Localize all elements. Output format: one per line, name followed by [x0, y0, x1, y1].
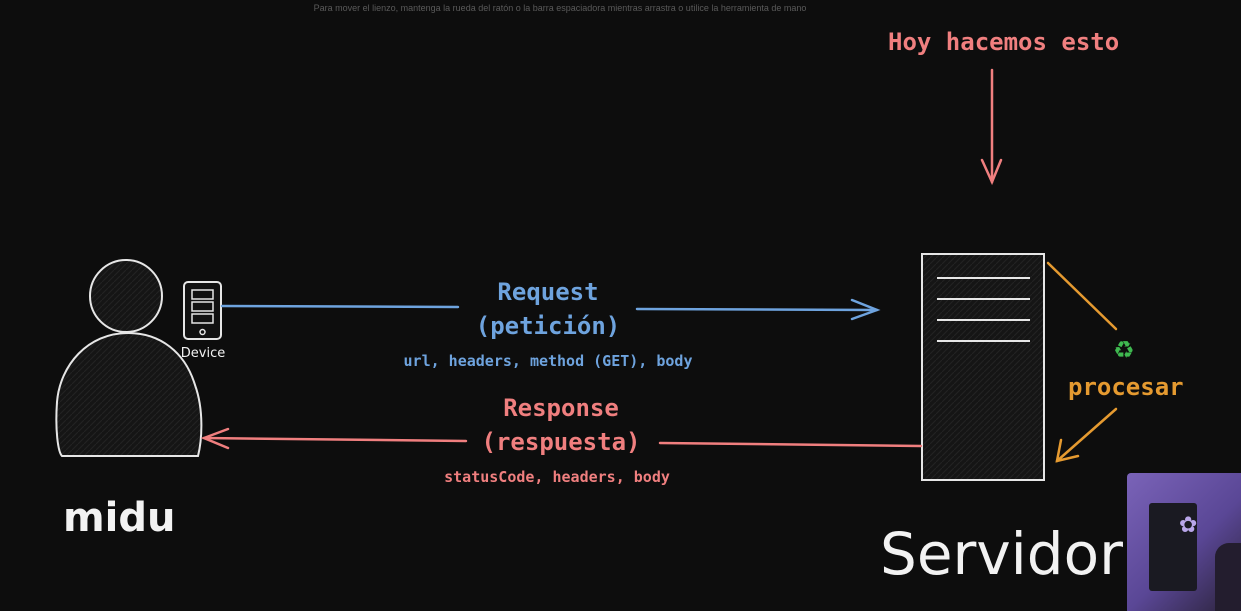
response-title: Response: [503, 394, 619, 422]
request-arrow: [220, 298, 881, 321]
person-icon: [55, 259, 203, 457]
device-icon: [183, 281, 222, 340]
server-icon: [921, 253, 1045, 481]
canvas-hint: Para mover el lienzo, mantenga la rueda …: [313, 3, 807, 13]
annotation-label: Hoy hacemos esto: [888, 28, 1120, 56]
webcam-overlay: ✿: [1127, 473, 1241, 611]
annotation-arrow: [980, 68, 1003, 186]
process-arrows: [1046, 261, 1118, 463]
response-arrow: [200, 427, 923, 450]
process-label: procesar: [1068, 373, 1184, 401]
response-details: statusCode, headers, body: [444, 468, 670, 486]
client-name: midu: [63, 495, 176, 541]
recycle-icon: ♻: [1113, 336, 1135, 364]
request-details: url, headers, method (GET), body: [403, 352, 693, 370]
request-title: Request: [497, 278, 599, 306]
server-name: Servidor: [880, 520, 1123, 588]
request-subtitle: (petición): [475, 312, 621, 340]
response-subtitle: (respuesta): [481, 428, 641, 456]
device-label: Device: [180, 346, 226, 361]
